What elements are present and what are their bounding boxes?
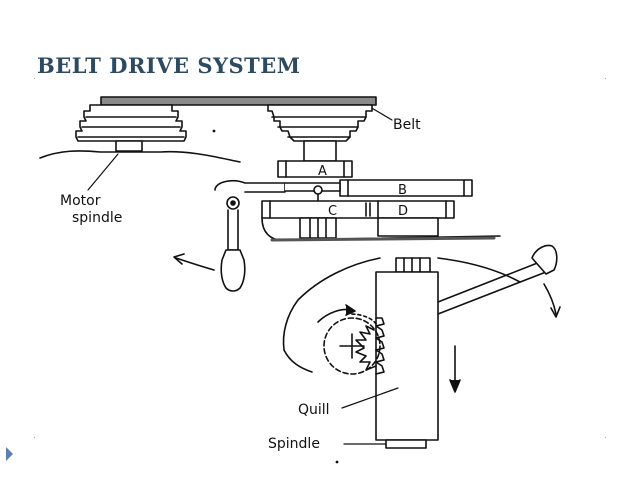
spindle-step-pulley: [267, 104, 373, 162]
pulley-d-label: D: [398, 204, 408, 219]
spindle-hub: [299, 217, 439, 239]
housing-outline: [39, 150, 241, 163]
lever-direction-arrow: [543, 283, 557, 315]
head-casting: [261, 217, 501, 242]
pinion-rotation-arrowhead: [345, 304, 356, 316]
play-triangle-icon[interactable]: [6, 447, 13, 461]
motor-spindle-leader: [87, 153, 119, 191]
pulley-c-label: C: [328, 204, 337, 219]
lever-direction-arrowhead: [550, 306, 561, 318]
motor-spindle-label-line2: spindle: [72, 210, 122, 226]
lever-linkage: [214, 180, 341, 215]
motor-spindle-label-line1: Motor: [60, 193, 101, 209]
belt-shape: [100, 96, 377, 106]
feed-lever: [437, 244, 558, 315]
belt-leader-line: [369, 106, 393, 121]
pulley-a-label: A: [318, 164, 327, 179]
handle-direction-arrow: [175, 257, 215, 271]
quill-rack: [375, 317, 385, 375]
marker-dot: [212, 129, 216, 133]
pulley-b-label: B: [398, 183, 407, 198]
footer-rule-left-dot: .: [33, 431, 36, 441]
pinion-gear: [323, 313, 381, 375]
marker-dot: [335, 460, 339, 464]
quill-body: [375, 257, 439, 449]
spindle-label: Spindle: [268, 436, 320, 452]
belt-label: Belt: [393, 117, 421, 133]
operating-handle: [220, 209, 246, 292]
slide-title: BELT DRIVE SYSTEM: [37, 53, 301, 78]
title-rule-left-dot: .: [33, 72, 36, 82]
title-rule-right-dot: .: [604, 72, 607, 82]
pulley-a: [277, 160, 353, 178]
quill-feed-arrowhead: [449, 379, 461, 393]
handle-direction-arrowhead: [173, 253, 185, 265]
footer-rule-right-dot: .: [604, 431, 607, 441]
quill-leader: [341, 387, 399, 409]
head-body-outline-right: [437, 257, 521, 283]
pulley-b: [339, 179, 473, 197]
motor-step-pulley: [75, 104, 187, 152]
head-body-outline: [282, 257, 381, 373]
quill-label: Quill: [298, 402, 330, 418]
pulley-cd: [261, 200, 455, 219]
